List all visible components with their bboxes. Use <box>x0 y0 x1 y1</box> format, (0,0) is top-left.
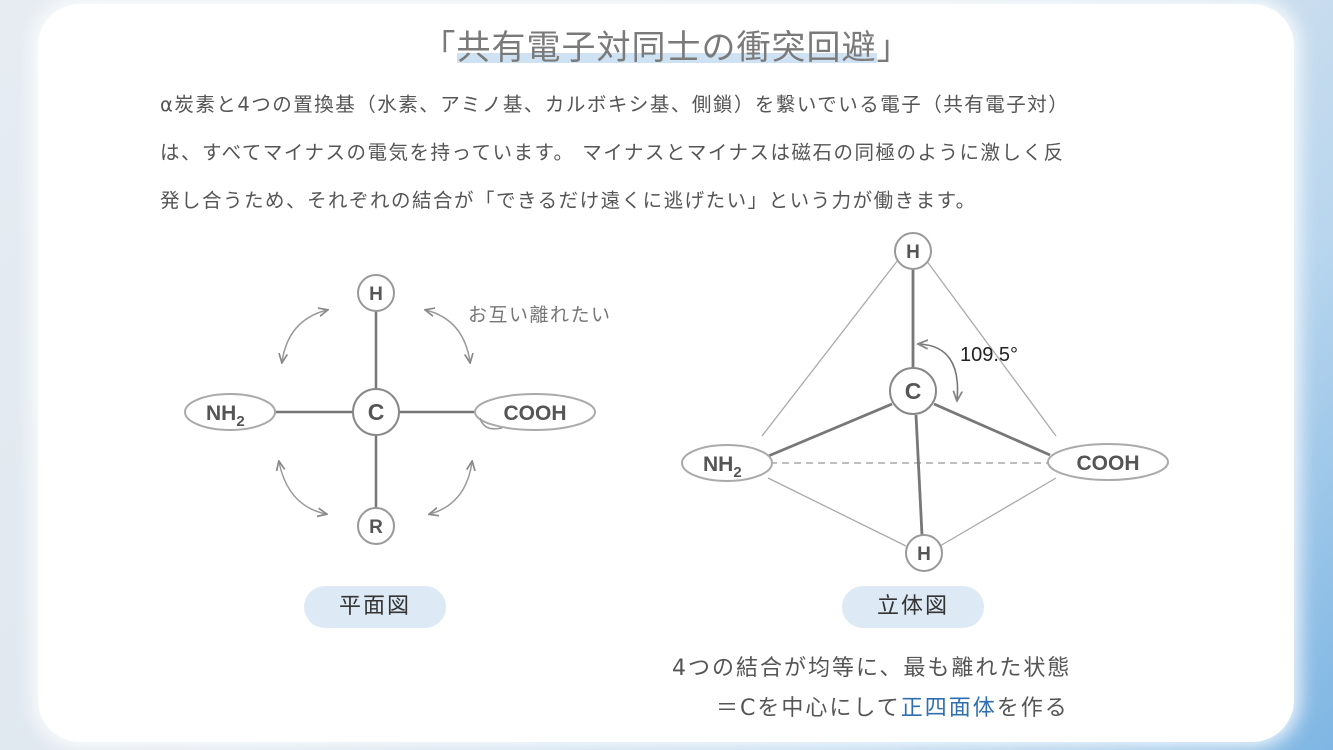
tetra-h-bottom-label: H <box>917 544 931 565</box>
repulsion-arrow-top-right <box>426 310 470 362</box>
tetra-c-label: C <box>905 378 922 404</box>
tetra-edge-bottom-left <box>767 477 907 547</box>
tetrahedral-caption: 立体図 <box>842 586 984 628</box>
planar-nh2-base: NH <box>206 402 236 425</box>
planar-cooh-curl <box>479 417 503 430</box>
repulsion-note: お互い離れたい <box>468 304 612 326</box>
tetrahedral-diagram: 109.5° H C H NH2 COOH <box>681 232 1169 572</box>
tetra-nh2-group <box>681 444 773 482</box>
bond-angle-arrow <box>919 344 958 400</box>
planar-r-label: R <box>369 517 383 538</box>
tetra-h-top-label: H <box>906 242 920 263</box>
tetra-nh2-base: NH <box>703 453 733 476</box>
tetra-nh2-label: NH2 <box>703 453 742 481</box>
conclusion-prefix: ＝Cを中心にして <box>716 696 901 721</box>
repulsion-arrow-bottom-right <box>430 462 472 514</box>
title-main: 共有電子対同士の衝突回避 <box>456 28 877 68</box>
tetra-edge-bottom-right <box>939 477 1057 547</box>
planar-diagram: H C R NH2 COOH <box>184 274 596 545</box>
tetra-cooh-label: COOH <box>1077 452 1140 475</box>
page-title: 「共有電子対同士の衝突回避」 <box>0 20 1333 69</box>
planar-nh2-sub: 2 <box>236 413 244 430</box>
conclusion-line-1: 4つの結合が均等に、最も離れた状態 <box>672 656 1072 681</box>
planar-h-label: H <box>369 284 383 305</box>
conclusion-line-2: ＝Cを中心にして正四面体を作る <box>716 690 1069 722</box>
planar-cooh-group <box>474 393 596 431</box>
content-card <box>38 4 1294 742</box>
planar-nh2-label: NH2 <box>206 402 245 430</box>
tetra-edge-top-left <box>761 259 899 437</box>
tetra-h-top-atom <box>894 232 932 270</box>
tetra-bond-bottom <box>914 414 924 536</box>
paragraph-line-3: 発し合うため、それぞれの結合が「できるだけ遠くに逃げたい」という力が働きます。 <box>160 189 977 212</box>
tetra-h-bottom-atom <box>905 534 943 572</box>
conclusion-highlight: 正四面体 <box>900 696 997 721</box>
paragraph-line-1: α炭素と4つの置換基（水素、アミノ基、カルボキシ基、側鎖）を繋いでいる電子（共有… <box>160 93 1070 116</box>
planar-r-atom <box>357 507 395 545</box>
bond-angle-label: 109.5° <box>960 344 1018 366</box>
title-open-bracket: 「 <box>421 28 457 68</box>
paragraph-line-2: は、すべてマイナスの電気を持っています。 マイナスとマイナスは磁石の同極のように… <box>160 141 1065 164</box>
tetra-edge-top-right <box>925 259 1057 437</box>
planar-h-atom <box>357 274 395 312</box>
tetra-bond-left <box>765 402 893 459</box>
tetra-bond-right <box>933 402 1051 457</box>
planar-cooh-label: COOH <box>504 402 567 425</box>
tetra-cooh-group <box>1047 443 1169 481</box>
planar-caption: 平面図 <box>304 586 446 628</box>
repulsion-arrow-bottom-left <box>279 462 326 514</box>
title-close-bracket: 」 <box>876 28 912 68</box>
planar-c-label: C <box>368 399 385 425</box>
planar-c-atom <box>352 388 400 436</box>
planar-nh2-group <box>184 393 276 431</box>
repulsion-arrow-top-left <box>282 310 327 362</box>
tetra-c-atom <box>889 367 937 415</box>
conclusion-suffix: を作る <box>996 696 1069 721</box>
tetra-nh2-sub: 2 <box>733 464 741 481</box>
